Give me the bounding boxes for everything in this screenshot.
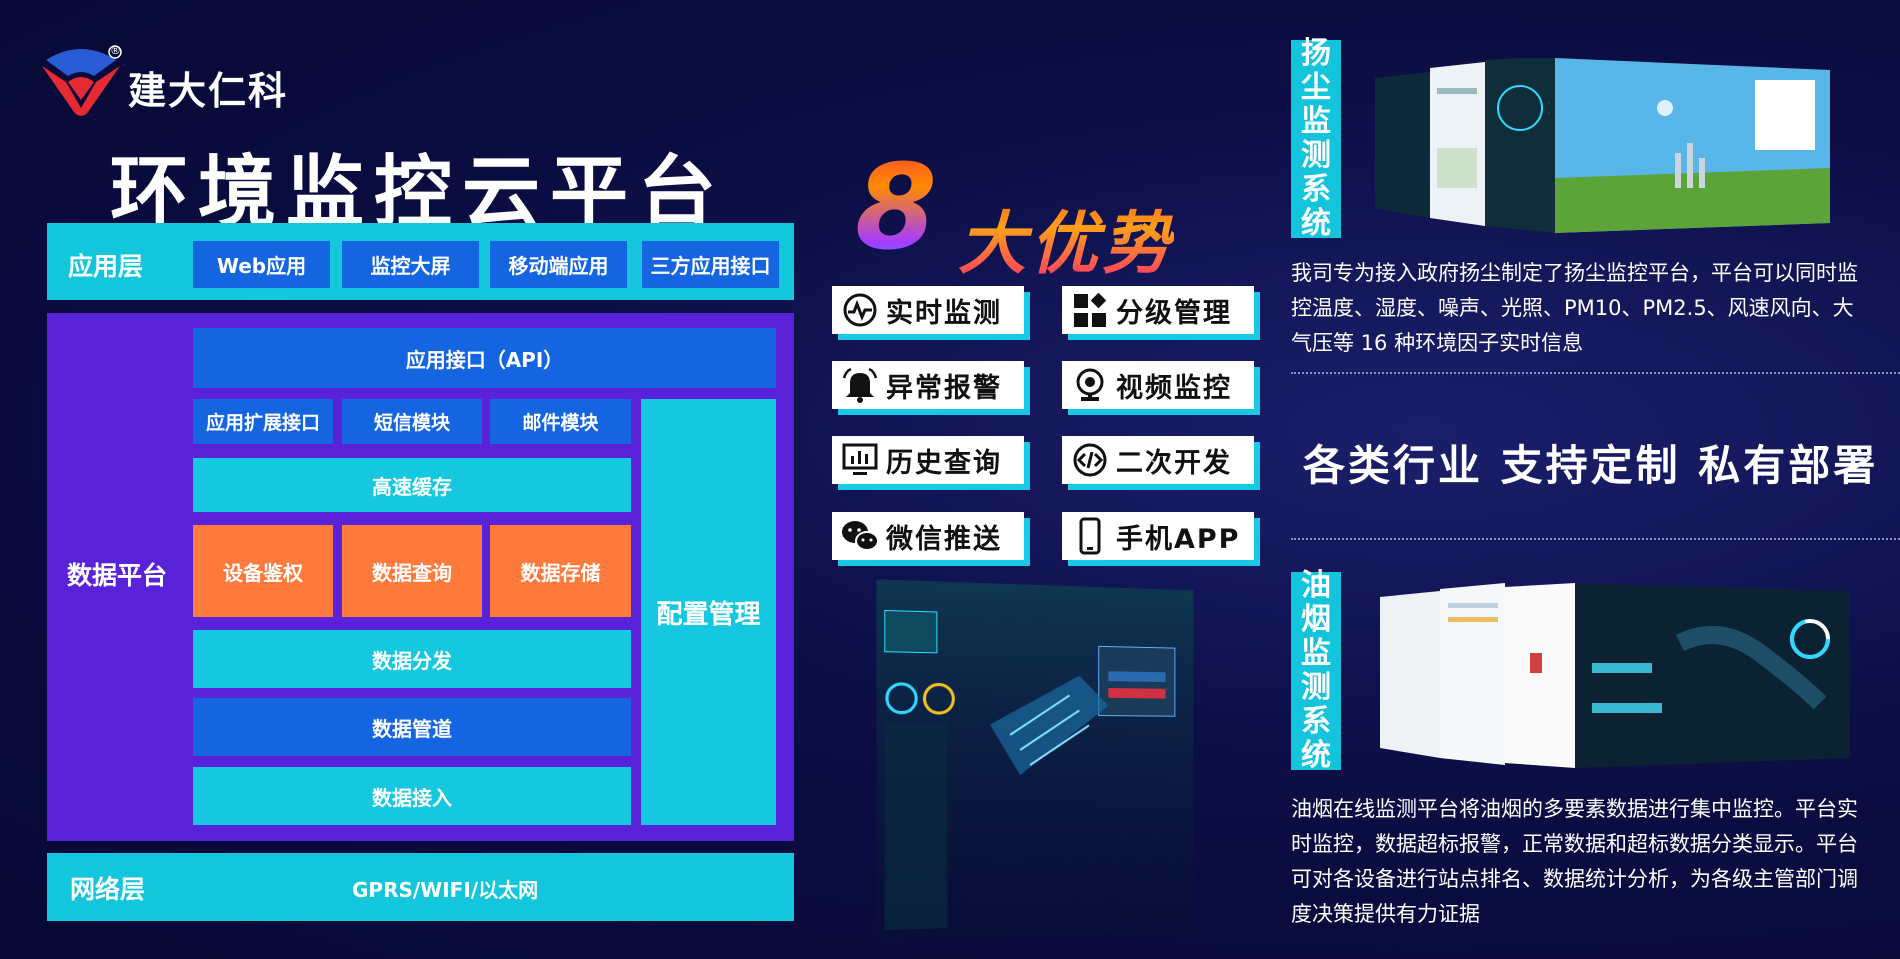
- app-item-dashboard: 监控大屏: [342, 241, 479, 288]
- advantages-heading: 大优势: [958, 188, 1174, 287]
- advantage-alarm: 异常报警: [832, 361, 1024, 409]
- fume-system-screens: [1380, 583, 1855, 768]
- data-distribute-box: 数据分发: [193, 630, 631, 688]
- data-ingest-box: 数据接入: [193, 767, 631, 825]
- data-platform-label: 数据平台: [67, 561, 168, 590]
- dust-system-screens: [1375, 56, 1835, 233]
- platform-screenshot: [876, 579, 1194, 941]
- network-layer-content: GPRS/WIFI/以太网: [352, 878, 539, 902]
- module-sms: 短信模块: [342, 399, 482, 444]
- app-item-third-party: 三方应用接口: [642, 241, 779, 288]
- module-extension: 应用扩展接口: [193, 399, 333, 444]
- slogan: 各类行业 支持定制 私有部署: [1303, 441, 1879, 490]
- monitor-chart-icon: [838, 438, 882, 482]
- module-email: 邮件模块: [490, 399, 631, 444]
- wechat-icon: [838, 514, 882, 558]
- mobile-phone-icon: [1068, 514, 1112, 558]
- app-layer-label: 应用层: [68, 252, 144, 281]
- advantage-hierarchy: 分级管理: [1062, 286, 1254, 334]
- advantage-app: 手机APP: [1062, 512, 1254, 560]
- fume-system-description: 油烟在线监测平台将油烟的多要素数据进行集中监控。平台实时监控，数据超标报警，正常…: [1291, 797, 1858, 926]
- advantage-history: 历史查询: [832, 436, 1024, 484]
- network-layer-label: 网络层: [70, 875, 146, 904]
- realtime-target-icon: [838, 288, 882, 332]
- advantage-video: 视频监控: [1062, 361, 1254, 409]
- dust-system-description: 我司专为接入政府扬尘制定了扬尘监控平台，平台可以同时监控温度、湿度、噪声、光照、…: [1291, 261, 1858, 355]
- network-layer: [47, 853, 794, 921]
- advantage-realtime: 实时监测: [832, 286, 1024, 334]
- data-query-box: 数据查询: [342, 525, 482, 617]
- webcam-icon: [1068, 363, 1112, 407]
- grid-blocks-icon: [1068, 288, 1112, 332]
- advantage-development: 二次开发: [1062, 436, 1254, 484]
- cache-box: 高速缓存: [193, 458, 631, 512]
- registered-mark: ®: [110, 44, 121, 57]
- advantage-wechat: 微信推送: [832, 512, 1024, 560]
- api-box: 应用接口（API）: [193, 328, 776, 388]
- data-storage-box: 数据存储: [490, 525, 631, 617]
- dust-system-title: 扬 尘 监 测 系 统: [1291, 37, 1341, 241]
- device-auth-box: 设备鉴权: [193, 525, 333, 617]
- alarm-bell-icon: [838, 363, 882, 407]
- divider-bottom: [1291, 538, 1900, 540]
- fume-system-title: 油 烟 监 测 系 统: [1291, 569, 1341, 773]
- app-item-mobile: 移动端应用: [490, 241, 627, 288]
- code-icon: [1068, 438, 1112, 482]
- brand-logo-icon: [42, 45, 122, 116]
- app-item-web: Web应用: [193, 241, 330, 288]
- data-pipeline-box: 数据管道: [193, 698, 631, 756]
- divider-top: [1291, 372, 1900, 374]
- advantages-number: 8: [855, 138, 938, 276]
- brand-name: 建大仁科: [128, 69, 289, 113]
- config-management: 配置管理: [641, 399, 776, 825]
